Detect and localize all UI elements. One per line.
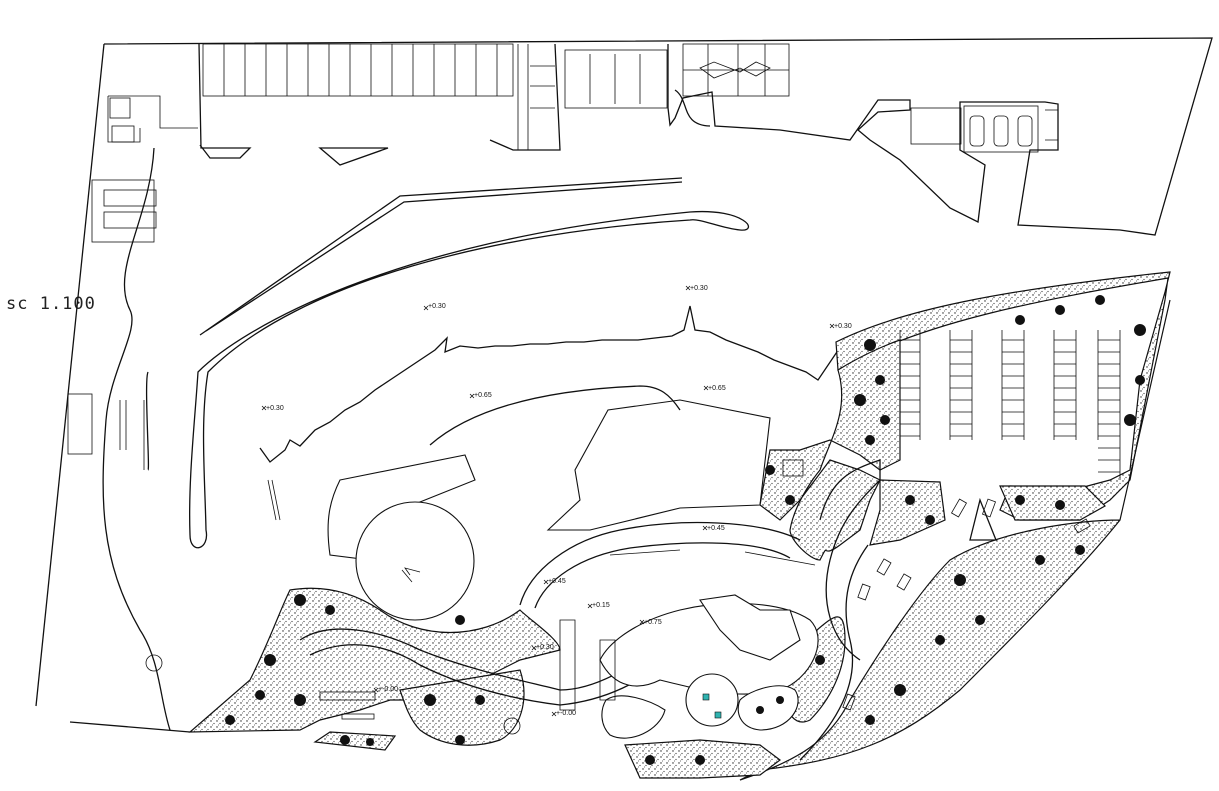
- svg-text:+0.45: +0.45: [548, 578, 566, 585]
- level-markers: +0.30 +0.30 +0.30 +0.30 +0.65 +0.65 +0.4…: [261, 285, 852, 717]
- garage: [910, 105, 1059, 153]
- svg-text:+0.75: +0.75: [644, 619, 662, 626]
- svg-text:+0.45: +0.45: [707, 525, 725, 532]
- scale-label: sc 1.100: [6, 294, 96, 314]
- site-furniture: [267, 459, 1091, 720]
- level-marker: +0.75: [639, 619, 662, 626]
- site-boundary: [103, 37, 1213, 236]
- svg-text:+0.30: +0.30: [690, 285, 708, 292]
- level-marker: +0.30: [423, 303, 446, 311]
- garden-paths: [145, 521, 819, 739]
- level-marker: +0.45: [702, 525, 725, 532]
- gate-house: [67, 95, 198, 470]
- trees: [225, 295, 1146, 765]
- north-parking: [198, 43, 790, 166]
- level-marker: +0.30: [685, 285, 708, 292]
- svg-text:+-0.00: +-0.00: [556, 710, 576, 717]
- main-building: [327, 385, 771, 621]
- svg-text:+0.65: +0.65: [708, 385, 726, 392]
- level-marker: +0.45: [543, 578, 566, 585]
- level-marker: +0.30: [829, 323, 852, 330]
- level-marker: +0.65: [703, 385, 726, 392]
- level-marker: +0.65: [469, 392, 492, 399]
- svg-text:+0.65: +0.65: [474, 392, 492, 399]
- access-road: [799, 459, 997, 761]
- svg-text:+0.30: +0.30: [834, 323, 852, 330]
- level-marker: +0.15: [587, 602, 610, 609]
- svg-text:+0.30: +0.30: [428, 303, 446, 310]
- driveway: [102, 147, 750, 731]
- level-marker: +0.30: [261, 405, 284, 412]
- svg-text:+0.30: +0.30: [536, 644, 554, 651]
- terrace-wall: [259, 305, 846, 463]
- south-boundary: [69, 721, 191, 733]
- west-boundary: [35, 43, 105, 707]
- svg-text:+0.30: +0.30: [266, 405, 284, 412]
- svg-text:+0.15: +0.15: [592, 602, 610, 609]
- svg-text:+-0.00: +-0.00: [378, 686, 398, 693]
- level-marker: +-0.00: [551, 710, 576, 717]
- level-marker: +-0.00: [373, 686, 398, 693]
- level-marker: +0.30: [531, 644, 554, 651]
- east-parking: [899, 330, 1121, 480]
- planting-areas: [188, 271, 1171, 781]
